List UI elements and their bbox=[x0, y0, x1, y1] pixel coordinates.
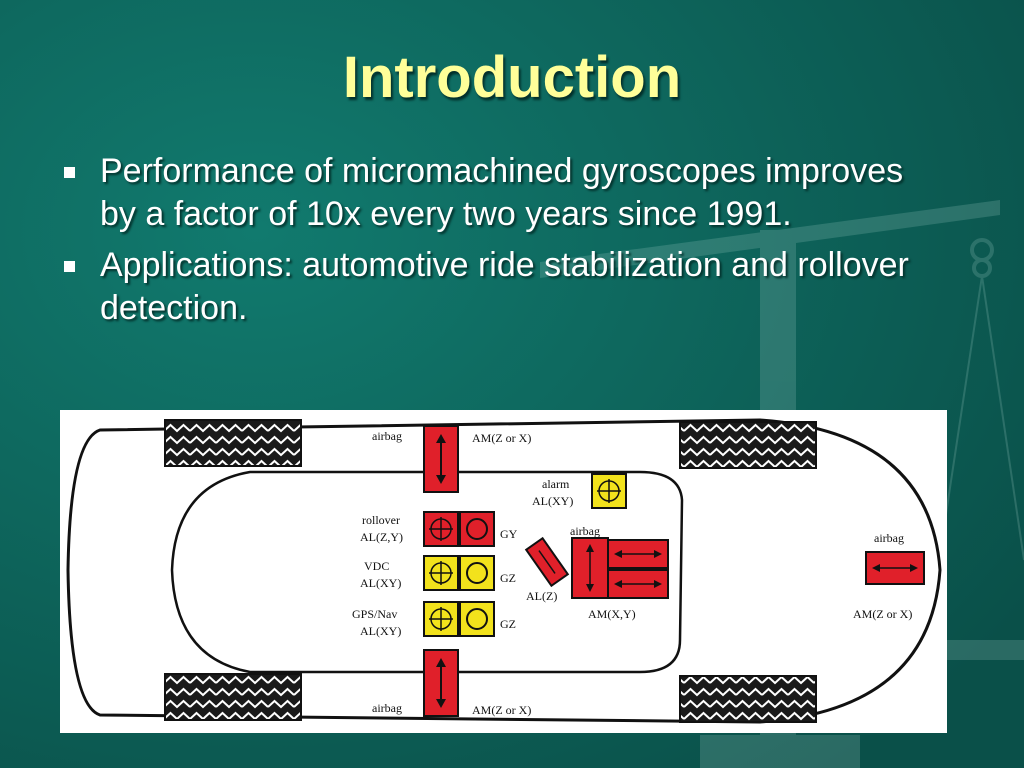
label-al-z: AL(Z) bbox=[526, 589, 557, 603]
airbag-sensor-middle bbox=[571, 537, 669, 599]
bullet-item: Performance of micromachined gyroscopes … bbox=[62, 150, 942, 236]
rollover-accelerometer bbox=[423, 511, 459, 547]
label-gps-nav: GPS/Nav bbox=[352, 607, 397, 621]
gps-accelerometer bbox=[423, 601, 459, 637]
slide-title: Introduction bbox=[342, 45, 682, 110]
wheel-front-right bbox=[164, 673, 302, 721]
label-rollover: rollover bbox=[362, 513, 400, 527]
bullet-text: Applications: automotive ride stabilizat… bbox=[100, 246, 909, 327]
label-am-right: AM(Z or X) bbox=[853, 607, 912, 621]
gps-gyroscope bbox=[459, 601, 495, 637]
vdc-accelerometer bbox=[423, 555, 459, 591]
label-gz-1: GZ bbox=[500, 571, 516, 585]
label-airbag-right: airbag bbox=[874, 531, 904, 545]
bullet-text: Performance of micromachined gyroscopes … bbox=[100, 152, 904, 233]
alarm-accelerometer bbox=[591, 473, 627, 509]
bullet-square-icon bbox=[64, 261, 75, 272]
bullet-item: Applications: automotive ride stabilizat… bbox=[62, 244, 942, 330]
vdc-gyroscope bbox=[459, 555, 495, 591]
label-gy: GY bbox=[500, 527, 518, 541]
vehicle-sensor-diagram: airbag AM(Z or X) alarm AL(XY) rollover … bbox=[60, 410, 947, 733]
label-am-bottom: AM(Z or X) bbox=[472, 703, 531, 717]
label-airbag-top: airbag bbox=[372, 429, 402, 443]
label-vdc: VDC bbox=[364, 559, 389, 573]
wheel-rear-left bbox=[679, 421, 817, 469]
label-alarm: alarm bbox=[542, 477, 570, 491]
bullet-square-icon bbox=[64, 167, 75, 178]
label-al-xy-alarm: AL(XY) bbox=[532, 494, 573, 508]
bullet-list: Performance of micromachined gyroscopes … bbox=[62, 150, 942, 338]
label-al-xy-vdc: AL(XY) bbox=[360, 576, 401, 590]
label-airbag-mid: airbag bbox=[570, 524, 600, 538]
label-al-zy: AL(Z,Y) bbox=[360, 530, 403, 544]
airbag-sensor-bottom bbox=[423, 649, 459, 717]
label-gz-2: GZ bbox=[500, 617, 516, 631]
wheel-front-left bbox=[164, 419, 302, 467]
rollover-gyroscope bbox=[459, 511, 495, 547]
label-airbag-bottom: airbag bbox=[372, 701, 402, 715]
label-am-top: AM(Z or X) bbox=[472, 431, 531, 445]
wheel-rear-right bbox=[679, 675, 817, 723]
tilted-accelerometer bbox=[524, 536, 570, 588]
label-al-xy-gps: AL(XY) bbox=[360, 624, 401, 638]
airbag-sensor-top bbox=[423, 425, 459, 493]
label-am-xy: AM(X,Y) bbox=[588, 607, 636, 621]
car-inner-outline bbox=[170, 470, 684, 674]
airbag-sensor-right bbox=[865, 551, 925, 585]
